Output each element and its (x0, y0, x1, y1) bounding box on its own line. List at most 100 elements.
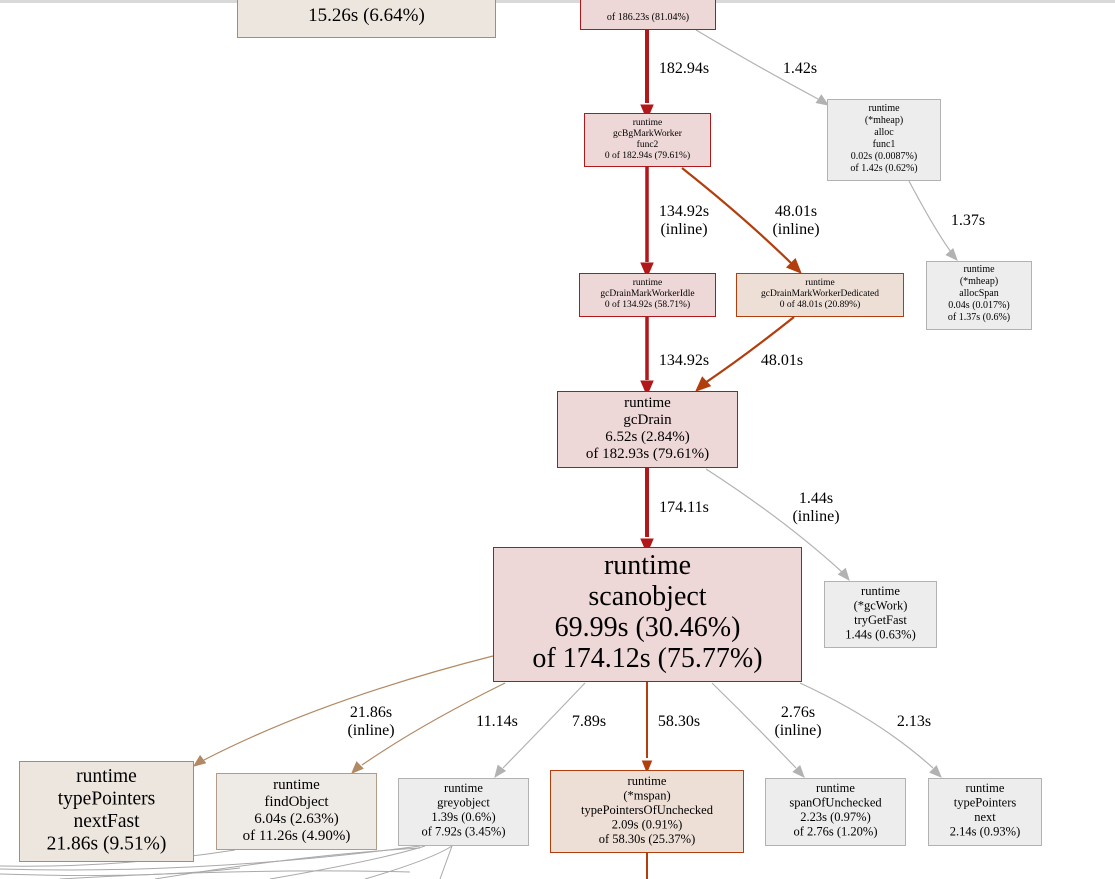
node-label: runtime (868, 103, 900, 114)
edge-label: 1.42s (783, 60, 817, 77)
edge-e9[interactable]: 1.44s(inline) (705, 468, 850, 582)
edge-label: 58.30s (658, 713, 700, 730)
edge-label: (inline) (772, 221, 819, 238)
node-box (580, 0, 716, 30)
top-scroll-strip (0, 0, 1115, 3)
arrowhead (815, 94, 830, 106)
edge-label: (inline) (792, 508, 839, 525)
node-label: 69.99s (30.46%) (555, 612, 741, 643)
node-top-left-partial[interactable]: 15.26s (6.64%) (237, 0, 496, 38)
node-label: findObject (264, 794, 329, 810)
node-box (827, 99, 941, 181)
node-label: 1.39s (0.6%) (431, 810, 495, 824)
node-label: (*gcWork) (854, 599, 908, 613)
edge-e2[interactable]: 1.42s (695, 29, 830, 106)
node-label: runtime (963, 264, 995, 275)
node-box (765, 778, 906, 846)
edge-e6[interactable]: 134.92s (640, 316, 709, 397)
edge-e14[interactable]: 2.76s(inline) (711, 682, 822, 778)
edge-e7[interactable]: 48.01s (695, 316, 803, 392)
edge-label: 48.01s (761, 352, 803, 369)
edge-e11[interactable]: 11.14s (351, 682, 518, 774)
node-label: of 1.37s (0.6%) (948, 312, 1010, 323)
edge-e8[interactable]: 174.11s (640, 467, 709, 555)
edge-e4[interactable]: 48.01s(inline) (681, 167, 820, 274)
offscreen-edge-1 (0, 849, 236, 867)
node-box (493, 547, 802, 682)
node-label: allocSpan (959, 288, 998, 299)
node-label: typePointers (58, 789, 156, 810)
edge-line (799, 682, 934, 769)
node-box (928, 778, 1042, 846)
edge-label: 7.89s (572, 713, 606, 730)
edge-e10[interactable]: 21.86s(inline) (192, 655, 494, 767)
node-label: func1 (873, 139, 896, 150)
edge-label: (inline) (774, 722, 821, 739)
edge-line (502, 682, 586, 769)
node-label: 0 of 182.94s (79.61%) (605, 150, 690, 161)
edge-e13[interactable]: 58.30s (641, 682, 701, 774)
node-label: (*mheap) (865, 115, 903, 126)
node-box (736, 273, 904, 317)
node-label: of 182.93s (79.61%) (586, 446, 709, 462)
node-box (926, 261, 1032, 330)
edge-label: 1.37s (951, 212, 985, 229)
arrowhead (695, 376, 712, 392)
offscreen-edge-2 (0, 845, 421, 871)
node-label: runtime (633, 118, 663, 128)
edge-e5[interactable]: 1.37s (908, 180, 985, 261)
node-label: of 2.76s (1.20%) (793, 825, 877, 839)
arrowhead (785, 257, 802, 274)
edge-e3[interactable]: 134.92s(inline) (640, 166, 709, 279)
node-mspan-typepointersofunchecked[interactable]: runtime(*mspan)typePointersOfUnchecked2.… (550, 770, 744, 853)
node-label: func2 (637, 139, 659, 150)
node-label: spanOfUnchecked (789, 796, 882, 810)
node-label: nextFast (73, 811, 140, 832)
node-label: runtime (76, 766, 137, 787)
arrowhead (641, 760, 653, 774)
node-label: of 58.30s (25.37%) (599, 832, 696, 846)
edge-label: 2.13s (897, 713, 931, 730)
node-label: gcDrain (623, 412, 672, 428)
node-label: of 174.12s (75.77%) (532, 643, 762, 674)
edge-label: (inline) (660, 221, 707, 238)
node-label: (*mspan) (623, 789, 670, 803)
edge-line (695, 29, 819, 100)
node-top-center-partial[interactable]: of 186.23s (81.04%) (580, 0, 716, 30)
offscreen-edge-6 (439, 845, 453, 879)
node-label: typePointersOfUnchecked (581, 803, 714, 817)
node-label: typePointers (954, 796, 1017, 810)
node-label: runtime (628, 774, 667, 788)
arrowhead (640, 380, 654, 397)
edge-label: (inline) (347, 722, 394, 739)
edge-e12[interactable]: 7.89s (494, 682, 606, 779)
node-label: next (974, 810, 996, 824)
edge-line (908, 180, 952, 253)
node-label: runtime (816, 781, 855, 795)
edge-e1[interactable]: 182.94s (640, 29, 709, 121)
node-label: runtime (861, 584, 900, 598)
node-label: gcDrainMarkWorkerDedicated (761, 289, 879, 299)
edge-line (711, 682, 797, 769)
arrowhead (351, 761, 364, 774)
edge-e15[interactable]: 2.13s (799, 682, 942, 778)
offscreen-edge-5 (364, 845, 453, 879)
node-label: runtime (444, 781, 483, 795)
node-label: 1.44s (0.63%) (845, 628, 915, 642)
node-box (216, 773, 377, 850)
edge-line (681, 167, 793, 265)
